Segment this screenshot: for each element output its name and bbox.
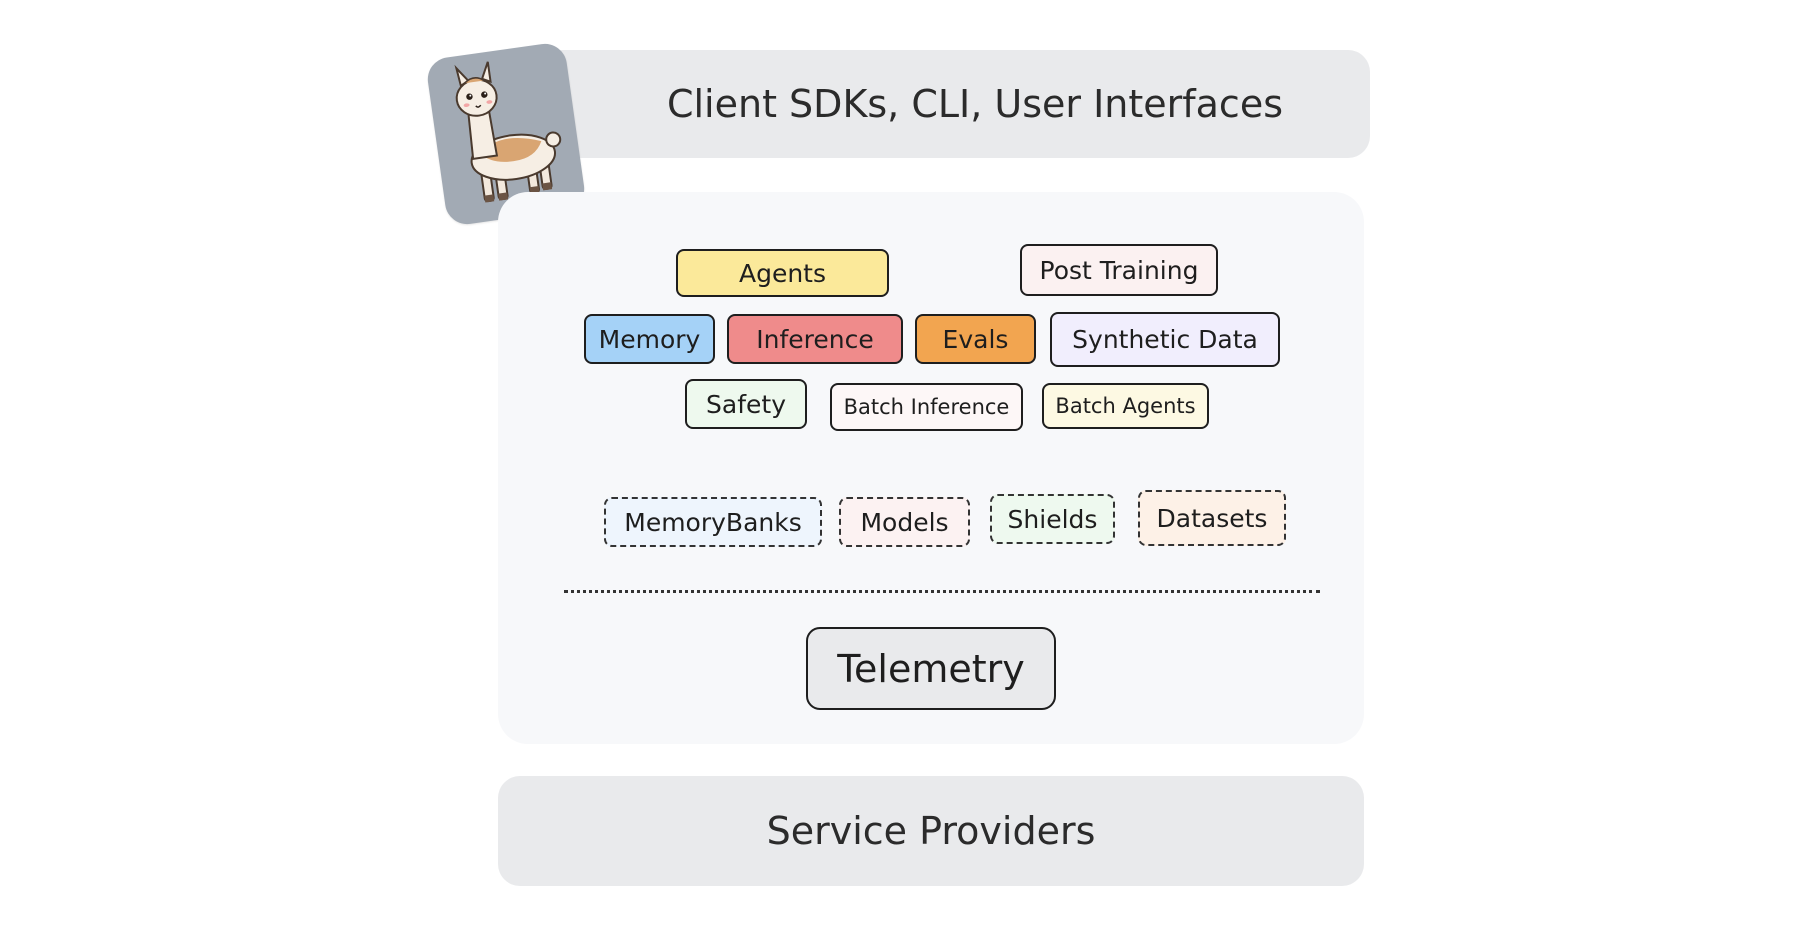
- dotted-divider: [564, 590, 1320, 593]
- shields-chip: Shields: [990, 494, 1115, 544]
- safety-chip: Safety: [685, 379, 807, 429]
- batch-inference-chip: Batch Inference: [830, 383, 1023, 431]
- memory-banks-chip: MemoryBanks: [604, 497, 822, 547]
- batch-agents-chip: Batch Agents: [1042, 383, 1209, 429]
- synthetic-data-chip: Synthetic Data: [1050, 312, 1280, 367]
- post-training-chip: Post Training: [1020, 244, 1218, 296]
- service-providers-label: Service Providers: [766, 809, 1096, 853]
- inference-chip: Inference: [727, 314, 903, 364]
- telemetry-box: Telemetry: [806, 627, 1056, 710]
- datasets-chip: Datasets: [1138, 490, 1286, 546]
- agents-chip: Agents: [676, 249, 889, 297]
- memory-chip: Memory: [584, 314, 715, 364]
- evals-chip: Evals: [915, 314, 1036, 364]
- llama-icon: [424, 41, 588, 227]
- models-chip: Models: [839, 497, 970, 547]
- client-sdks-label: Client SDKs, CLI, User Interfaces: [666, 82, 1284, 126]
- client-sdks-band: Client SDKs, CLI, User Interfaces: [540, 50, 1370, 158]
- service-providers-band: Service Providers: [498, 776, 1364, 886]
